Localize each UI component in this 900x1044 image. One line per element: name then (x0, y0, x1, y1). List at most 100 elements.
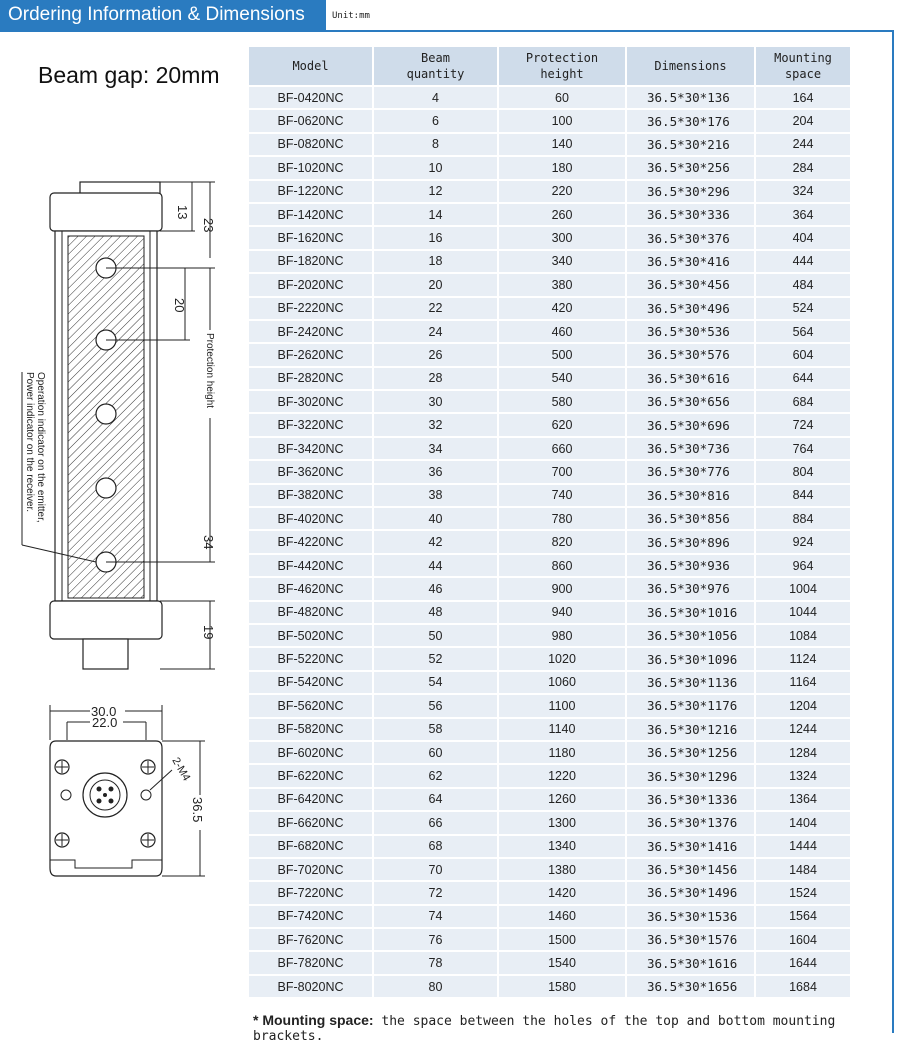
cell-protection-height: 620 (499, 414, 625, 436)
cell-model: BF-6020NC (249, 741, 372, 764)
cell-model: BF-1420NC (249, 203, 372, 226)
cell-protection-height: 740 (499, 484, 625, 507)
cell-model: BF-5820NC (249, 718, 372, 740)
cell-model: BF-3420NC (249, 437, 372, 460)
cell-model: BF-2820NC (249, 367, 372, 390)
cell-model: BF-3220NC (249, 414, 372, 436)
cell-mounting-space: 1164 (756, 671, 850, 694)
cell-model: BF-3620NC (249, 461, 372, 483)
indicator-note-line2: Power indicator on the receiver. (24, 372, 35, 512)
cell-protection-height: 820 (499, 531, 625, 553)
header-mounting-space: Mounting space (756, 47, 850, 85)
cell-beam-quantity: 4 (374, 87, 497, 109)
header-protection-height: Protection height (499, 47, 625, 85)
cell-protection-height: 660 (499, 437, 625, 460)
cell-beam-quantity: 48 (374, 601, 497, 623)
cell-beam-quantity: 74 (374, 905, 497, 928)
cell-model: BF-6620NC (249, 812, 372, 834)
cell-beam-quantity: 58 (374, 718, 497, 740)
cell-dimensions: 36.5*30*1456 (627, 858, 754, 881)
cell-model: BF-2620NC (249, 344, 372, 366)
cell-dimensions: 36.5*30*376 (627, 227, 754, 249)
cell-mounting-space: 1684 (756, 975, 850, 998)
cell-protection-height: 1340 (499, 835, 625, 857)
cell-mounting-space: 964 (756, 554, 850, 577)
cell-model: BF-6220NC (249, 765, 372, 787)
cell-model: BF-5620NC (249, 695, 372, 717)
cell-protection-height: 140 (499, 133, 625, 156)
cell-model: BF-3820NC (249, 484, 372, 507)
cell-model: BF-4820NC (249, 601, 372, 623)
right-border (892, 30, 894, 1033)
cell-dimensions: 36.5*30*1176 (627, 695, 754, 717)
unit-label: Unit:mm (332, 11, 370, 21)
cell-dimensions: 36.5*30*1416 (627, 835, 754, 857)
cell-dimensions: 36.5*30*1216 (627, 718, 754, 740)
cell-dimensions: 36.5*30*176 (627, 110, 754, 132)
cell-dimensions: 36.5*30*216 (627, 133, 754, 156)
cell-mounting-space: 924 (756, 531, 850, 553)
cell-dimensions: 36.5*30*1296 (627, 765, 754, 787)
cell-dimensions: 36.5*30*1576 (627, 929, 754, 951)
cell-model: BF-4620NC (249, 578, 372, 600)
cell-model: BF-4220NC (249, 531, 372, 553)
cell-protection-height: 940 (499, 601, 625, 623)
dimension-labels: 13 23 20 Protection height 34 19 Operati… (24, 205, 216, 639)
cell-protection-height: 1380 (499, 858, 625, 881)
cell-beam-quantity: 8 (374, 133, 497, 156)
cell-beam-quantity: 26 (374, 344, 497, 366)
header-model: Model (249, 47, 372, 85)
cell-model: BF-2020NC (249, 274, 372, 296)
cell-protection-height: 460 (499, 320, 625, 343)
cell-protection-height: 1580 (499, 975, 625, 998)
cell-dimensions: 36.5*30*1656 (627, 975, 754, 998)
cell-model: BF-7620NC (249, 929, 372, 951)
cell-beam-quantity: 22 (374, 297, 497, 319)
cell-beam-quantity: 30 (374, 391, 497, 413)
cell-dimensions: 36.5*30*296 (627, 180, 754, 202)
cell-mounting-space: 204 (756, 110, 850, 132)
cell-protection-height: 60 (499, 87, 625, 109)
cell-mounting-space: 1284 (756, 741, 850, 764)
cell-protection-height: 340 (499, 250, 625, 273)
cell-dimensions: 36.5*30*1536 (627, 905, 754, 928)
cell-mounting-space: 564 (756, 320, 850, 343)
cell-dimensions: 36.5*30*1256 (627, 741, 754, 764)
cell-mounting-space: 1124 (756, 648, 850, 670)
protection-height-label: Protection height (204, 333, 215, 408)
cell-protection-height: 100 (499, 110, 625, 132)
cell-beam-quantity: 16 (374, 227, 497, 249)
cell-protection-height: 260 (499, 203, 625, 226)
cell-dimensions: 36.5*30*1016 (627, 601, 754, 623)
cell-model: BF-1620NC (249, 227, 372, 249)
cell-protection-height: 700 (499, 461, 625, 483)
cell-protection-height: 1220 (499, 765, 625, 787)
cell-beam-quantity: 18 (374, 250, 497, 273)
cell-model: BF-1820NC (249, 250, 372, 273)
light-curtain-end-view: 30.0 22.0 2-M4 36.5 (49, 704, 205, 877)
cell-protection-height: 500 (499, 344, 625, 366)
cell-dimensions: 36.5*30*776 (627, 461, 754, 483)
cell-mounting-space: 1604 (756, 929, 850, 951)
cell-beam-quantity: 12 (374, 180, 497, 202)
cell-mounting-space: 684 (756, 391, 850, 413)
cell-dimensions: 36.5*30*1096 (627, 648, 754, 670)
cell-mounting-space: 1524 (756, 882, 850, 904)
